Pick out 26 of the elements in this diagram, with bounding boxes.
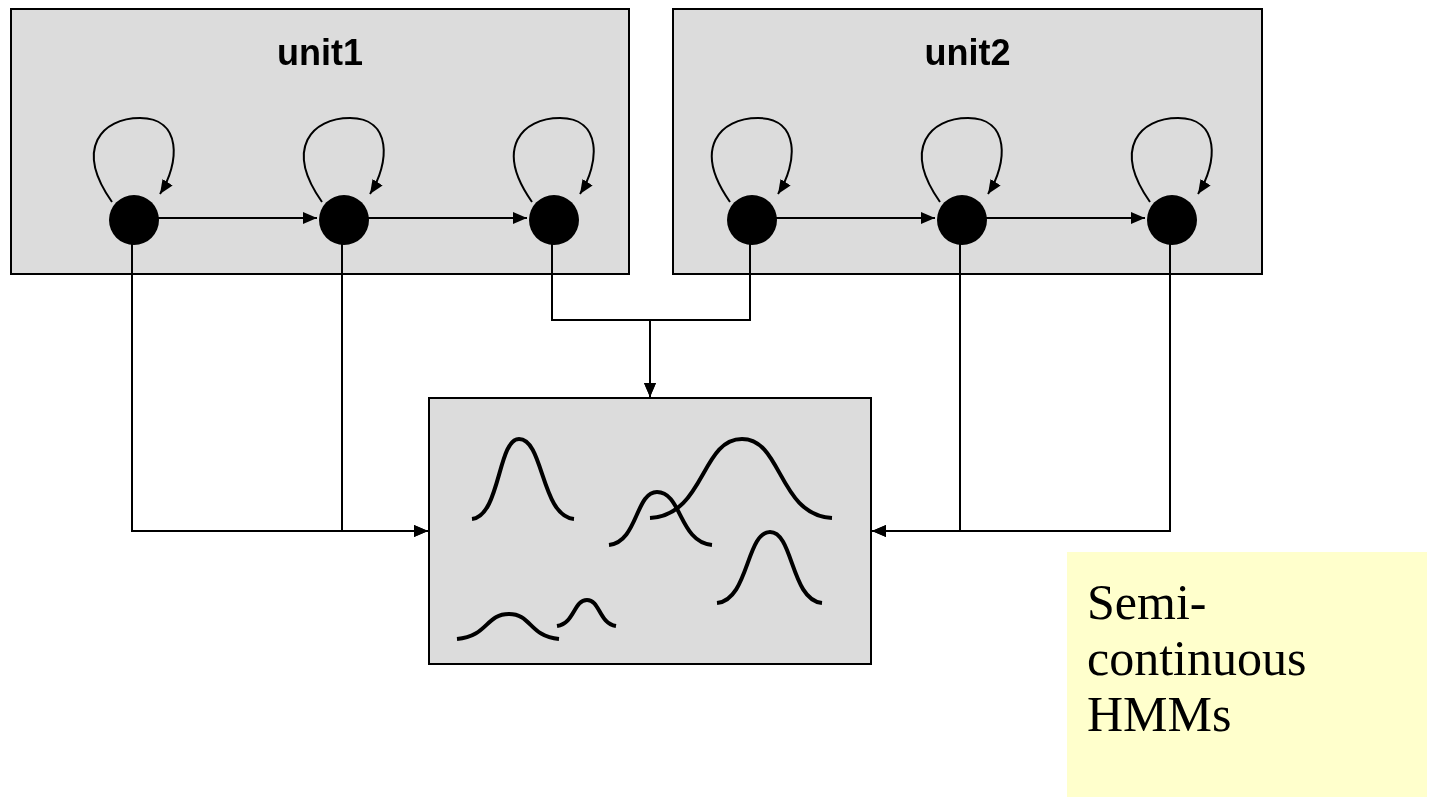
state-dot (529, 195, 579, 245)
state-dot (1147, 195, 1197, 245)
state-dot (109, 195, 159, 245)
arrow (92, 117, 175, 203)
note-text: Semi-continuous HMMs (1087, 574, 1308, 742)
state-dot (727, 195, 777, 245)
gaussian-box (428, 397, 872, 665)
arrow (710, 117, 793, 203)
box-title: unit2 (923, 32, 1012, 74)
arrow (302, 117, 385, 203)
unit-box (672, 8, 1263, 275)
state-dot (937, 195, 987, 245)
arrow (341, 242, 429, 537)
arrow (644, 242, 751, 398)
arrow (984, 212, 1146, 224)
state-dot (319, 195, 369, 245)
box-title: unit1 (276, 32, 364, 74)
arrow (1130, 117, 1213, 203)
arrow (156, 212, 318, 224)
arrow (920, 117, 1003, 203)
arrow (512, 117, 595, 203)
arrow (871, 242, 1171, 537)
unit-box (10, 8, 630, 275)
arrow (366, 212, 528, 224)
note-box (1067, 552, 1427, 797)
arrow (774, 212, 936, 224)
